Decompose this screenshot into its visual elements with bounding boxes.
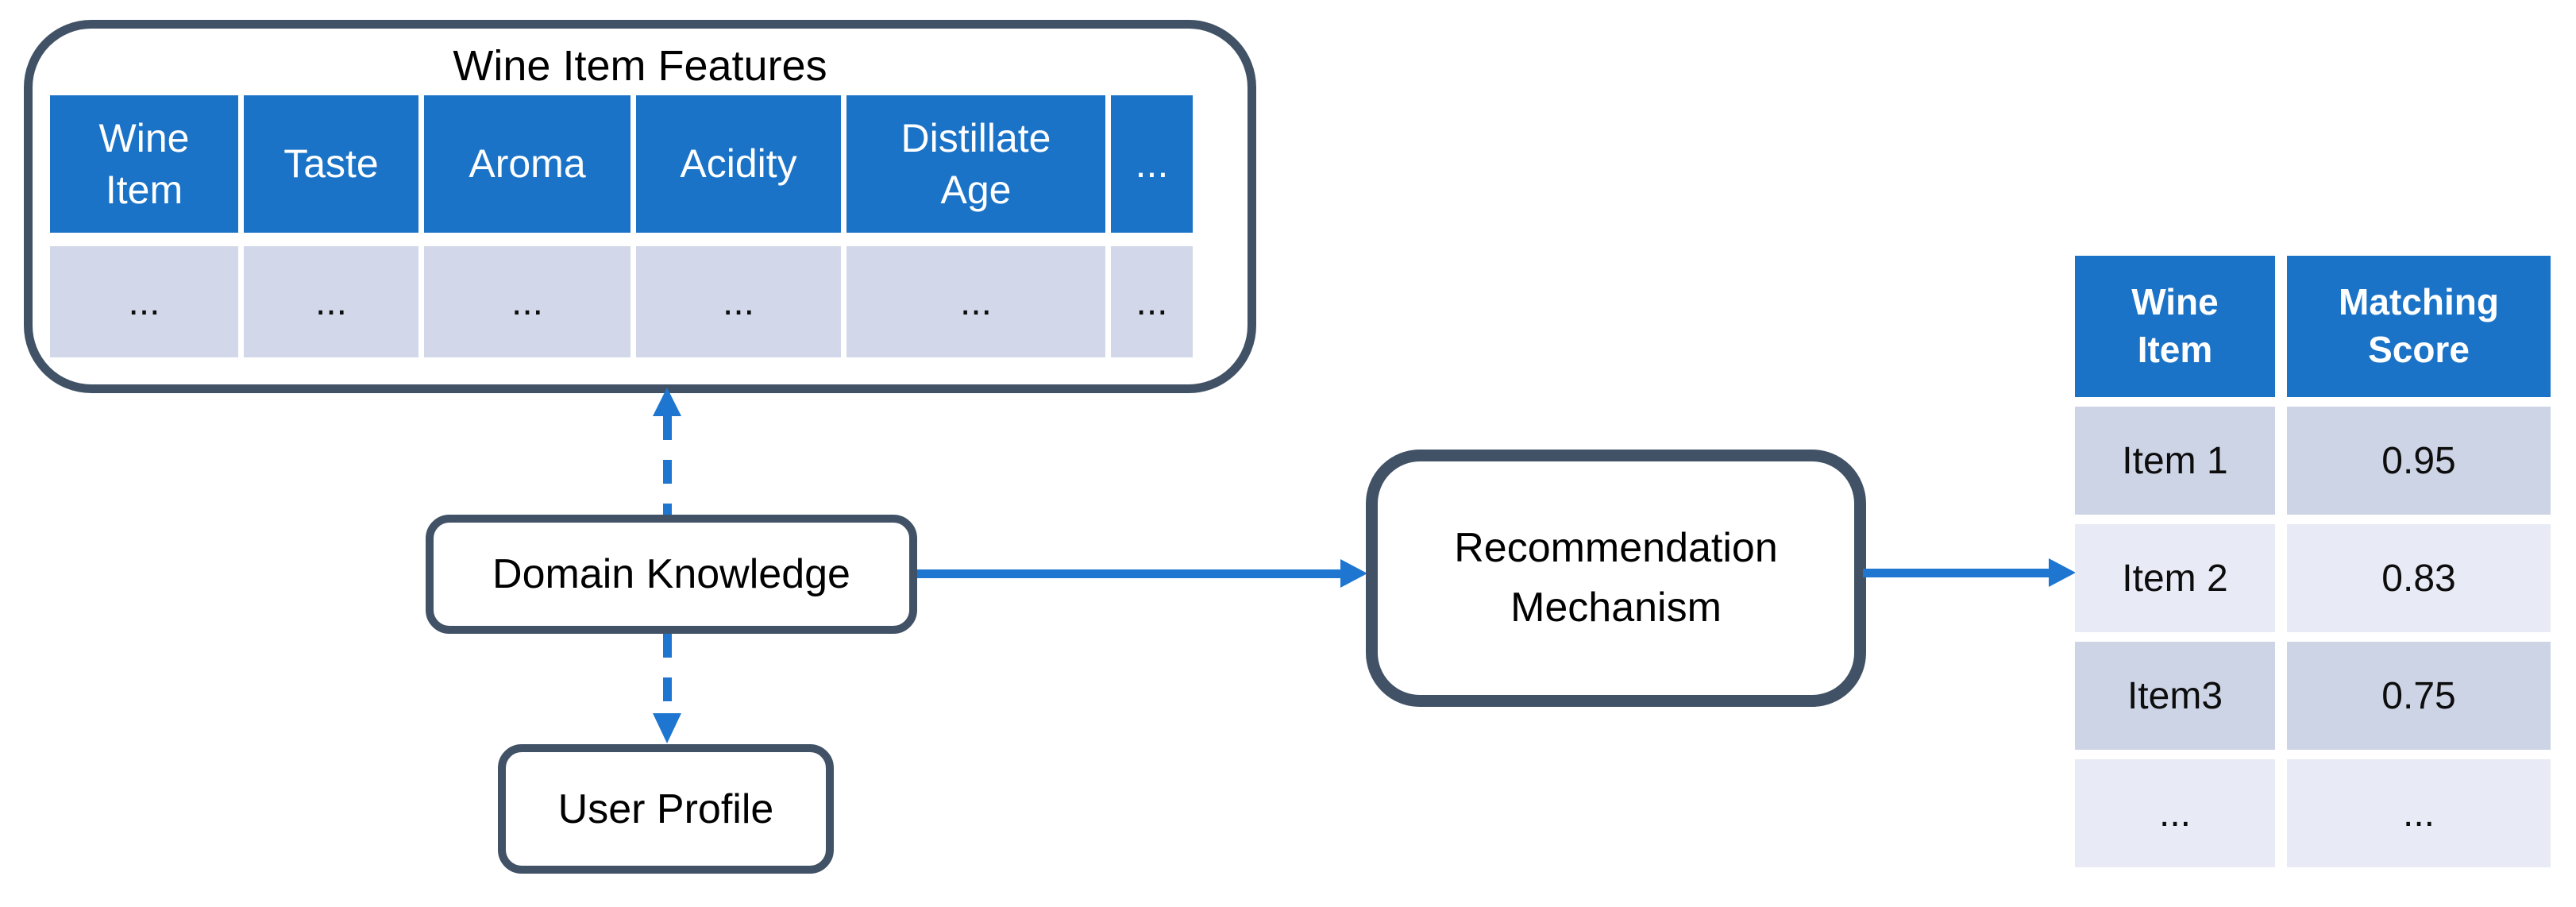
recommendation-mechanism-label: Recommendation Mechanism: [1454, 524, 1778, 631]
results-header-matching-score: Matching Score: [2287, 256, 2551, 397]
results-cell-score: 0.83: [2287, 524, 2551, 632]
feature-cell: ...: [1111, 246, 1193, 357]
results-cell-score: 0.75: [2287, 642, 2551, 750]
feature-header-wine-item: Wine Item: [50, 95, 238, 233]
arrow-recommendation-to-results: [1863, 569, 2049, 577]
down-arrowhead-icon: [653, 713, 681, 743]
feature-cell: ...: [424, 246, 631, 357]
domain-knowledge-node: Domain Knowledge: [426, 515, 917, 634]
results-cell-score: ...: [2287, 759, 2551, 867]
right-arrowhead-icon: [2049, 558, 2076, 587]
recommendation-mechanism-node: Recommendation Mechanism: [1366, 450, 1866, 707]
feature-header-aroma: Aroma: [424, 95, 631, 233]
results-cell-item: ...: [2075, 759, 2275, 867]
feature-cell: ...: [50, 246, 238, 357]
user-profile-node: User Profile: [498, 744, 834, 874]
results-table: Wine Item Matching Score Item 1 0.95 Ite…: [2075, 256, 2551, 867]
feature-header-taste: Taste: [244, 95, 418, 233]
domain-knowledge-label: Domain Knowledge: [492, 551, 850, 597]
arrow-domain-to-recommendation: [917, 569, 1340, 578]
user-profile-label: User Profile: [557, 785, 774, 832]
results-cell-item: Item 1: [2075, 407, 2275, 515]
feature-header-ellipsis: ...: [1111, 95, 1193, 233]
feature-cell: ...: [846, 246, 1105, 357]
results-cell-item: Item3: [2075, 642, 2275, 750]
results-cell-item: Item 2: [2075, 524, 2275, 632]
feature-header-acidity: Acidity: [636, 95, 841, 233]
feature-header-distillate-age: Distillate Age: [846, 95, 1105, 233]
wine-features-panel: Wine Item Features Wine Item Taste Aroma…: [24, 20, 1256, 393]
feature-cell: ...: [636, 246, 841, 357]
dashed-arrow-to-user-profile: [663, 634, 672, 712]
right-arrowhead-icon: [1340, 559, 1367, 588]
wine-features-table: Wine Item Taste Aroma Acidity Distillate…: [50, 95, 1193, 357]
results-cell-score: 0.95: [2287, 407, 2551, 515]
feature-cell: ...: [244, 246, 418, 357]
results-header-wine-item: Wine Item: [2075, 256, 2275, 397]
up-arrowhead-icon: [653, 388, 681, 416]
wine-features-title: Wine Item Features: [453, 42, 827, 90]
dashed-arrow-to-features: [663, 416, 672, 515]
